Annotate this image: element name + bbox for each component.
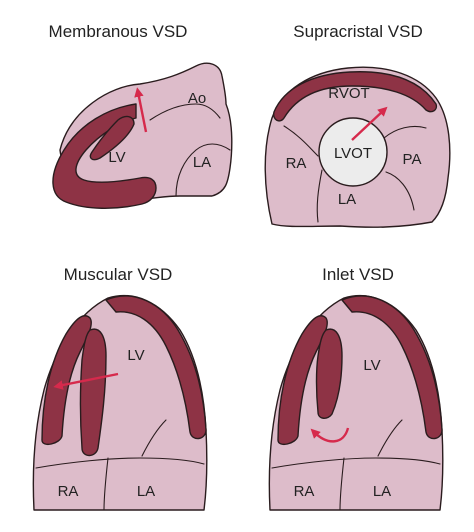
panel-title-inlet: Inlet VSD [322,265,394,284]
muscular-septum [79,328,107,457]
panel-title-membranous: Membranous VSD [49,22,188,41]
label-la: LA [193,154,211,171]
label-lv: LV [127,347,144,364]
atrial-septum [103,457,109,511]
label-ra: RA [294,483,315,500]
membranous-shunt-arrow [134,87,148,133]
pa-boundary-2 [385,171,415,211]
inlet-right-wall [341,295,443,440]
label-la: LA [373,483,391,500]
label-lv: LV [108,149,125,166]
muscular-shunt-arrow [53,372,119,390]
label-la: LA [137,483,155,500]
label-pa: PA [403,151,422,168]
label-rvot: RVOT [328,85,369,102]
label-ra: RA [58,483,79,500]
lvot-disc [318,117,388,187]
label-ra: RA [286,155,307,172]
supracristal-myocardium [272,71,438,122]
panel-supracristal-vsd: Supracristal VSD RVOT LVOT RA PA LA [264,22,451,228]
av-plane [271,457,441,469]
muscular-right-wall [105,295,207,440]
membranous-myocardium [52,103,157,209]
membranous-septum [89,115,135,161]
label-lv: LV [363,357,380,374]
panel-inlet-vsd: Inlet VSD LV RA LA [268,265,444,511]
inlet-septum [315,328,343,419]
label-la: LA [338,191,356,208]
panel-membranous-vsd: Membranous VSD LV Ao LA [49,22,233,209]
ra-boundary [283,125,319,157]
panel-muscular-vsd: Muscular VSD LV RA LA [32,265,208,511]
valve-line [377,419,403,457]
panel-title-muscular: Muscular VSD [64,265,173,284]
la-outline [175,143,231,197]
label-lvot: LVOT [334,145,372,162]
la-boundary [316,169,323,223]
atrial-septum [339,457,345,511]
aorta-outline [149,103,221,121]
inlet-shunt-arrow [310,427,350,443]
panel-title-supracristal: Supracristal VSD [293,22,422,41]
pa-boundary [383,125,427,139]
valve-line [141,419,167,457]
supracristal-shunt-arrow [351,106,388,141]
av-plane [35,457,205,469]
label-ao: Ao [188,90,206,107]
